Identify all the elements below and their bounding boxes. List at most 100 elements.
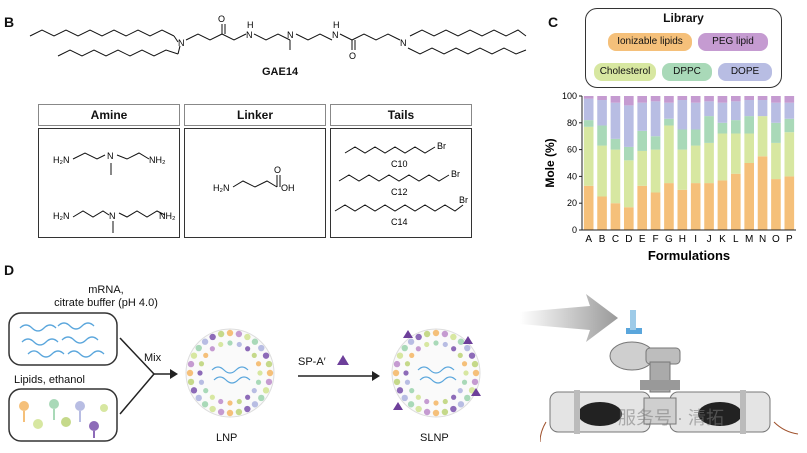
bar-B-dope <box>597 100 607 126</box>
lipid-bead <box>423 408 431 416</box>
lipid-bead <box>471 378 479 386</box>
bar-C-dope <box>610 102 621 139</box>
amine-structures: H₂N N NH₂ H₂N N NH₂ <box>53 151 176 233</box>
lipid-bead <box>258 394 265 402</box>
atom-n-right: N <box>400 38 407 48</box>
lipid-bead <box>209 333 216 341</box>
lipid-bead <box>441 330 449 338</box>
lipid-bead <box>245 346 251 352</box>
lipid-bead <box>217 408 225 416</box>
lipid-bead <box>442 341 448 348</box>
lipid-bead <box>255 379 262 385</box>
library-legend: Library Ionizable lipids PEG lipid Chole… <box>585 8 782 88</box>
bar-M-peg-lipid <box>744 96 755 101</box>
lipid-bead <box>401 344 408 352</box>
tail-label-c14: C14 <box>391 217 408 227</box>
lipid-bead <box>432 329 440 337</box>
bar-G-peg-lipid <box>664 96 674 103</box>
lipid-bead <box>251 352 257 358</box>
lipid-bead <box>266 369 274 377</box>
lipid-bead <box>218 341 224 348</box>
y-tick-label: 60 <box>567 145 577 155</box>
lipid-bead <box>464 344 471 352</box>
lipid-bead <box>265 378 273 386</box>
tail-label-c12: C12 <box>391 187 408 197</box>
lipid-bead <box>396 387 404 394</box>
x-tick-label: B <box>599 234 606 245</box>
atom-o-left: O <box>218 14 225 24</box>
lipid-bead <box>203 388 209 394</box>
amine2-n: N <box>109 211 116 221</box>
lipid-bead <box>409 352 415 358</box>
lipid-bead <box>409 388 415 394</box>
bar-I-dope <box>690 102 701 130</box>
x-tick-label: I <box>694 234 697 245</box>
bar-G-dope <box>664 102 674 119</box>
bar-C-dppc <box>610 138 621 150</box>
bar-L-dppc <box>730 120 741 134</box>
amine2-nh2: NH₂ <box>159 211 176 221</box>
y-tick-label: 100 <box>562 91 577 101</box>
mrna-container <box>8 312 118 366</box>
bar-O-dope <box>771 102 781 123</box>
bar-D-dope <box>623 105 634 147</box>
bar-A-ionizable-lipids <box>583 185 594 230</box>
bar-J-peg-lipid <box>704 96 714 102</box>
amine1-h2n: H₂N <box>53 155 70 165</box>
x-tick-label: K <box>719 234 726 245</box>
lipid-bead <box>235 330 243 338</box>
tail-c12-br: Br <box>451 169 460 179</box>
x-tick-label: H <box>679 234 686 245</box>
bar-M-cholesterol <box>744 133 755 163</box>
bar-E-ionizable-lipids <box>637 185 648 230</box>
lipid-bead <box>201 338 209 345</box>
bar-M-dppc <box>744 116 755 134</box>
bar-F-cholesterol <box>650 149 661 193</box>
bar-E-peg-lipid <box>637 96 648 103</box>
bar-H-ionizable-lipids <box>677 189 688 230</box>
library-title: Library <box>663 11 704 25</box>
atom-h-right: H <box>333 20 340 30</box>
bar-D-cholesterol <box>623 160 634 208</box>
lipid-bead <box>407 338 415 345</box>
bar-K-dope <box>717 102 728 123</box>
x-tick-label: E <box>639 234 646 245</box>
panel-letter-b: B <box>4 14 15 30</box>
bar-A-dope <box>583 98 594 121</box>
bar-F-dppc <box>650 136 661 150</box>
bar-J-dope <box>704 101 714 117</box>
bar-H-dope <box>677 100 688 130</box>
x-tick-label: D <box>625 234 632 245</box>
lipid-bead <box>464 394 471 402</box>
lipid-bead <box>203 352 209 358</box>
linker-oh: OH <box>281 183 295 193</box>
cell-linker: H₂N O OH <box>184 128 326 238</box>
lipid-bead <box>236 398 242 405</box>
bar-F-ionizable-lipids <box>650 192 661 230</box>
bar-J-cholesterol <box>704 142 714 184</box>
bar-G-ionizable-lipids <box>664 183 674 230</box>
lipid-bead <box>424 341 430 348</box>
mrna-label: mRNA, citrate buffer (pH 4.0) <box>40 284 172 310</box>
lipid-bead <box>451 394 457 400</box>
bar-M-ionizable-lipids <box>744 163 755 230</box>
bar-O-cholesterol <box>771 142 781 180</box>
bar-D-peg-lipid <box>623 96 634 106</box>
lipid-bead <box>457 338 465 345</box>
bar-I-dppc <box>690 129 701 146</box>
bar-P-dope <box>784 102 795 119</box>
mrna-label-line2: citrate buffer (pH 4.0) <box>54 297 158 309</box>
linker-o: O <box>274 165 281 175</box>
bar-B-ionizable-lipids <box>597 196 607 230</box>
lipid-bead <box>450 405 457 413</box>
tail-c10-br: Br <box>437 141 446 151</box>
bar-L-peg-lipid <box>730 96 741 102</box>
legend-dope: DOPE <box>718 63 772 81</box>
bar-I-peg-lipid <box>690 96 701 103</box>
lipid-bead <box>226 329 234 337</box>
y-tick-label: 80 <box>567 118 577 128</box>
x-tick-label: M <box>745 234 753 245</box>
bar-H-cholesterol <box>677 149 688 190</box>
x-tick-label: G <box>665 234 673 245</box>
